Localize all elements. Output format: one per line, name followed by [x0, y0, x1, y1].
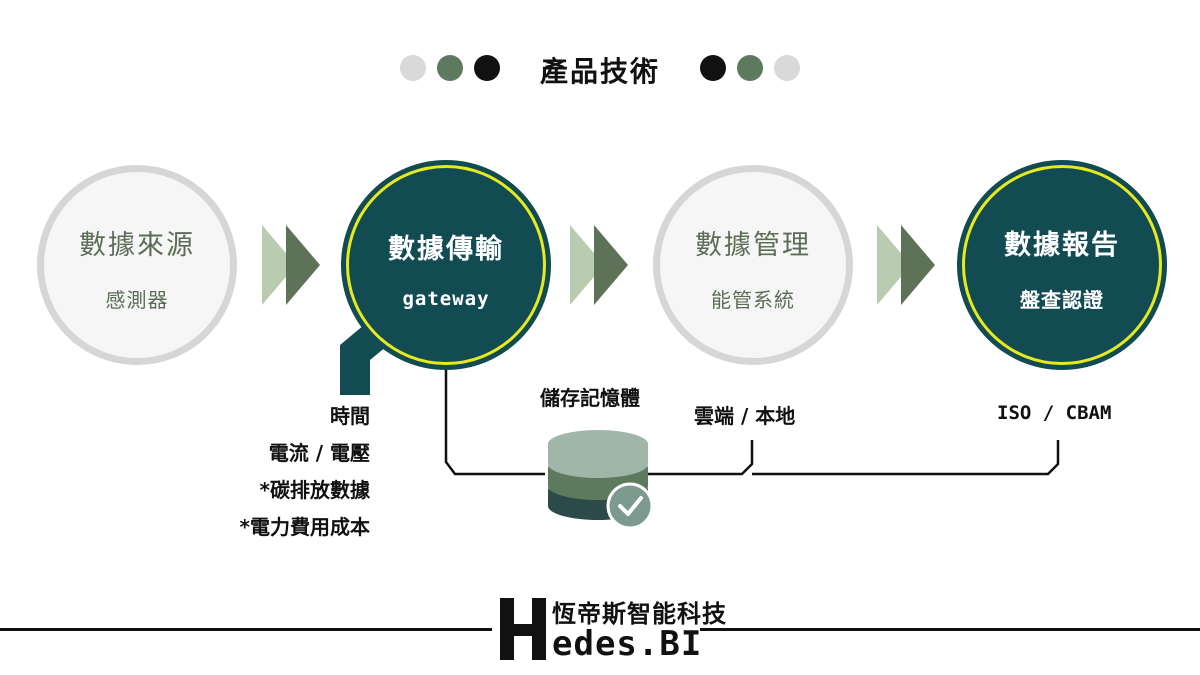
connector-line	[648, 440, 754, 476]
report-standards-label: ISO / CBAM	[997, 402, 1112, 424]
storage-label: 儲存記憶體	[540, 386, 640, 410]
step-subtitle: 盤查認證	[1020, 288, 1104, 312]
metric-item: *電力費用成本	[239, 515, 370, 539]
step-title: 數據來源	[79, 230, 195, 261]
step-subtitle: gateway	[402, 287, 490, 310]
decor-dot	[700, 55, 726, 81]
decor-dot	[400, 55, 426, 81]
step-data-management: 數據管理 能管系統	[653, 165, 853, 365]
step-data-transmission: 數據傳輸 gateway	[346, 165, 546, 365]
step-title: 數據報告	[1004, 230, 1120, 261]
double-chevron-arrow-icon	[877, 225, 935, 305]
metric-item: *碳排放數據	[259, 478, 370, 502]
double-chevron-arrow-icon	[570, 225, 628, 305]
metric-item: 時間	[330, 404, 370, 428]
footer-divider-right	[700, 628, 1200, 631]
footer-divider-left	[0, 628, 492, 631]
step-data-report: 數據報告 盤查認證	[962, 165, 1162, 365]
deployment-label: 雲端 / 本地	[694, 404, 796, 428]
decor-dot	[474, 55, 500, 81]
brand-name: edes.BI	[552, 624, 703, 664]
page-title: 產品技術	[539, 55, 660, 88]
metric-item: 電流 / 電壓	[268, 441, 370, 465]
connector-line	[752, 440, 1060, 476]
step-title: 數據管理	[695, 230, 811, 261]
decor-dot	[737, 55, 763, 81]
step-data-source: 數據來源 感測器	[37, 165, 237, 365]
source-metrics-list: 時間 電流 / 電壓 *碳排放數據 *電力費用成本	[240, 398, 370, 546]
company-name: 恆帝斯智能科技	[552, 600, 727, 628]
database-check-icon	[548, 430, 654, 530]
connector-line	[444, 365, 545, 476]
decor-dot	[437, 55, 463, 81]
title-bar: 產品技術	[0, 40, 1200, 96]
step-title: 數據傳輸	[388, 233, 504, 265]
step-subtitle: 感測器	[105, 288, 169, 312]
hedes-h-logo-icon	[500, 598, 546, 660]
double-chevron-arrow-icon	[262, 225, 320, 305]
decor-dot	[774, 55, 800, 81]
step-subtitle: 能管系統	[711, 288, 795, 312]
